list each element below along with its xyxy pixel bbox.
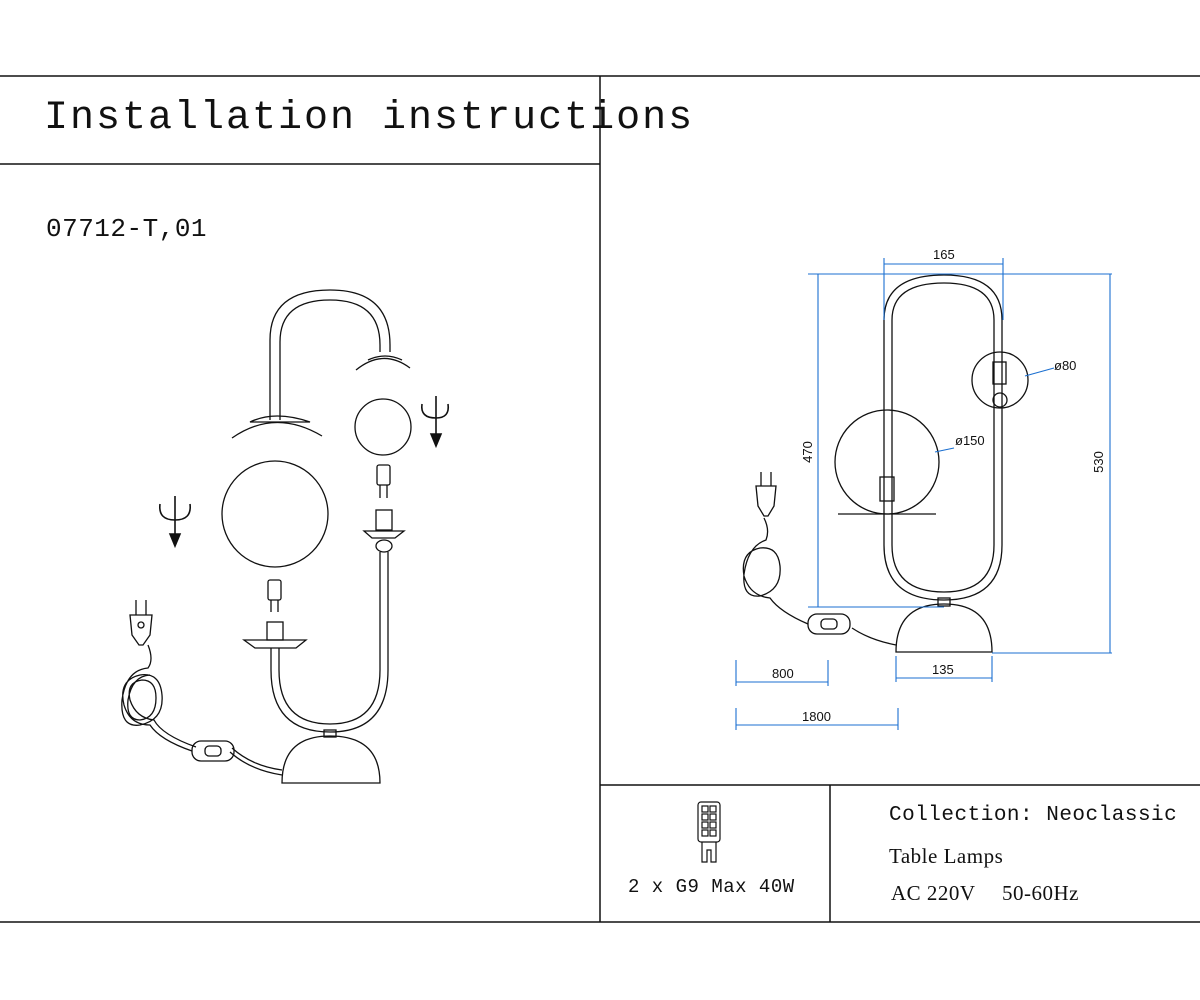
model-code: 07712-T,01 [46, 214, 208, 244]
dim-top-width: 165 [933, 247, 955, 262]
frequency-label: 50-60Hz [1002, 881, 1079, 905]
category-label: Table Lamps [889, 844, 1004, 868]
rotate-icon [158, 496, 192, 549]
rotate-icon [420, 396, 450, 449]
dim-large-shade: ø150 [955, 433, 985, 448]
dim-small-shade: ø80 [1054, 358, 1076, 373]
bulb-spec: 2 x G9 Max 40W [628, 876, 795, 898]
page-title: Installation instructions [44, 96, 695, 141]
dim-base-width: 135 [932, 662, 954, 677]
dim-total-height: 530 [1091, 451, 1106, 473]
dim-cord-to-switch: 800 [772, 666, 794, 681]
collection-label: Collection: Neoclassic [889, 804, 1178, 827]
dim-cord-total: 1800 [802, 709, 831, 724]
voltage-label: AC 220V [891, 881, 976, 905]
g9-bulb-icon [697, 801, 721, 863]
dim-inner-height: 470 [800, 441, 815, 463]
